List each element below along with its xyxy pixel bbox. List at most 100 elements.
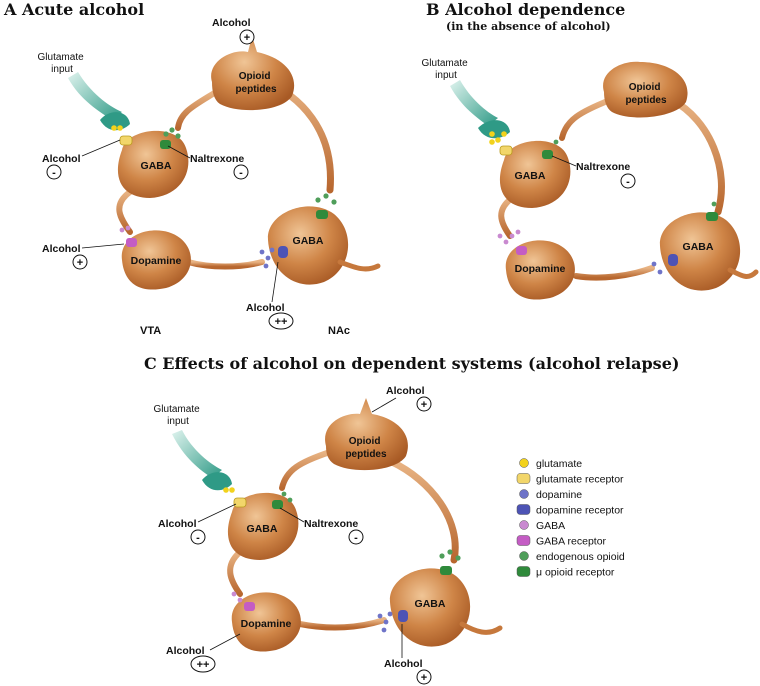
panel-c-dopamine-vesicle (383, 619, 389, 625)
panel-c-alcohol-left-label: Alcohol (158, 518, 197, 530)
panel-b-gaba-receptor (516, 246, 527, 255)
panel-c-glutamate-terminal (202, 472, 232, 491)
panel-a-alcohol-dopamine-pointer (81, 243, 125, 249)
panel-a-nac-opioid-vesicle (323, 193, 329, 199)
legend-symbol (519, 520, 529, 530)
legend-label: dopamine receptor (536, 505, 624, 517)
panel-b: B Alcohol dependence (in the absence of … (422, 0, 759, 300)
panel-b-glutamate-vesicle (489, 139, 495, 145)
panel-a-gaba-vesicle (125, 225, 131, 231)
panel-b-subtitle: (in the absence of alcohol) (446, 20, 611, 33)
panel-c-dopamine-axon (297, 617, 387, 631)
panel-b-nac-mu-opioid-receptor (706, 212, 718, 221)
panel-c-alcohol-left-sign-circle (190, 529, 206, 545)
legend-item: dopamine receptor (516, 504, 624, 517)
panel-b-dopamine-vesicle (657, 269, 663, 275)
panel-b-glutamate-vesicle (495, 137, 501, 143)
panel-a-nac-mu-opioid-receptor (316, 210, 328, 219)
panel-c-title: C Effects of alcohol on dependent system… (144, 354, 679, 373)
panel-a-gaba-vesicle (119, 227, 125, 233)
panel-a-dopamine-label: Dopamine (131, 255, 182, 267)
panel-a-opioid-to-gaba-axon (175, 89, 219, 131)
legend-symbol (519, 551, 529, 561)
panel-c-glutamate-input-label: Glutamate input (154, 404, 203, 427)
panel-a-dopamine-vesicle (263, 263, 269, 269)
legend-symbol (516, 473, 531, 484)
panel-b-nac-opioid-vesicle (711, 201, 717, 207)
panel-b-gaba-vesicle (497, 233, 503, 239)
panel-c-nac-opioid-vesicle (455, 555, 461, 561)
panel-c-alcohol-top-sign: + (421, 399, 427, 411)
panel-a-glutamate-vesicle (111, 125, 117, 131)
legend-label: GABA receptor (536, 536, 607, 548)
panel-b-dopamine-axon (573, 265, 655, 281)
panel-c-alcohol-left-sign: - (196, 532, 200, 544)
panel-b-dopamine-neuron (505, 240, 575, 300)
panel-b-glutamate-input-label: Glutamate input (422, 58, 471, 81)
panel-a-alcohol-left-pointer (81, 139, 121, 157)
panel-a-glutamate-input-label: Glutamate input (38, 52, 87, 75)
panel-b-mu-opioid-receptor (542, 150, 553, 159)
panel-a-glutamate-terminal (100, 112, 130, 131)
panel-a-glutamate-input (68, 72, 122, 120)
panel-c-gaba-vesicle (237, 597, 243, 603)
panel-a: A Acute alcohol (3, 0, 381, 337)
panel-c-nac-dendrite (459, 621, 503, 635)
legend-symbol (516, 504, 531, 515)
panel-c-gaba-vesicle (231, 591, 237, 597)
panel-a-opioid-vesicle (169, 127, 175, 133)
panel-c-dopamine-label: Dopamine (241, 618, 292, 630)
panel-c-opioid-vesicle (287, 497, 293, 503)
panel-b-glutamate-receptor (499, 145, 513, 156)
panel-b-dopamine-label: Dopamine (515, 263, 566, 275)
panel-c-nac-gaba-neuron (389, 568, 471, 647)
panel-a-dopamine-vesicle (259, 249, 265, 255)
panel-b-glutamate-vesicle (501, 131, 507, 137)
panel-c-glutamate-receptor (233, 497, 247, 508)
panel-a-vta-label: VTA (140, 325, 161, 337)
panel-c-glutamate-input (172, 430, 222, 478)
panel-a-vta-gaba-label: GABA (141, 160, 172, 172)
panel-c-alcohol-dopamine-pointer (209, 633, 241, 651)
panel-c-nac-gaba-label: GABA (415, 598, 446, 610)
panel-a-alcohol-nac-sign: ++ (275, 316, 288, 328)
panel-c-vta-gaba-neuron (227, 492, 299, 560)
panel-a-nac-gaba-neuron (267, 206, 349, 285)
panel-b-naltrexone-pointer (551, 155, 577, 167)
panel-c-glutamate-vesicle (223, 487, 229, 493)
panel-b-gaba-vesicle (509, 233, 515, 239)
panel-b-opioid-to-gaba-axon (559, 97, 613, 141)
panel-a-opioid-label: Opioid peptides (235, 71, 277, 95)
panel-b-opioid-vesicle (553, 139, 559, 145)
panel-a-dopamine-receptor (278, 246, 288, 258)
panel-a-opioid-vesicle (175, 133, 181, 139)
panel-b-gaba-vesicle (503, 239, 509, 245)
panel-b-naltrexone-sign: - (626, 176, 630, 188)
legend-symbol (516, 535, 531, 546)
panel-b-vta-gaba-label: GABA (515, 170, 546, 182)
panel-c-alcohol-dopamine-label: Alcohol (166, 645, 205, 657)
panel-a-alcohol-left-sign-circle (46, 164, 62, 180)
legend-item: GABA (519, 520, 565, 532)
legend-symbol (519, 458, 529, 468)
panel-c-dopamine-vesicle (377, 613, 383, 619)
panel-c-gaba-receptor (244, 602, 255, 611)
panel-a-alcohol-dopamine-sign: + (77, 257, 83, 269)
panel-b-gaba-vesicle (515, 229, 521, 235)
legend-label: endogenous opioid (536, 551, 625, 563)
legend-label: μ opioid receptor (536, 567, 615, 579)
panel-a-nac-dendrite (337, 259, 381, 272)
panel-a-nac-gaba-label: GABA (293, 235, 324, 247)
panel-a-alcohol-nac-label: Alcohol (246, 302, 285, 314)
panel-a-dopamine-vesicle (265, 255, 271, 261)
legend-item: glutamate (519, 458, 582, 470)
legend-item: endogenous opioid (519, 551, 625, 563)
panel-b-naltrexone-label: Naltrexone (576, 161, 630, 173)
panel-c-mu-opioid-receptor (272, 500, 283, 509)
panel-a-dopamine-axon (185, 259, 265, 270)
panel-b-glutamate-input (450, 80, 498, 126)
panel-a-nac-opioid-vesicle (315, 197, 321, 203)
panel-b-dopamine-vesicle (651, 261, 657, 267)
